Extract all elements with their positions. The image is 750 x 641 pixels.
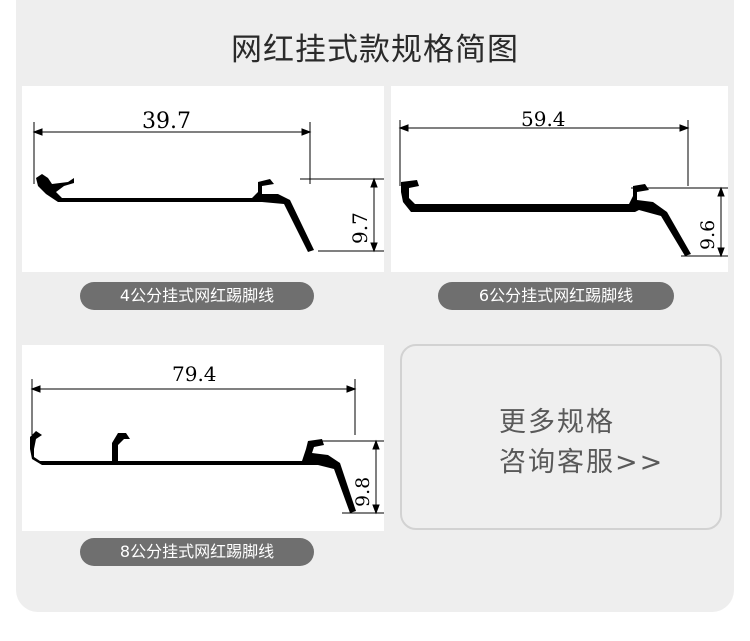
more-specs-button[interactable]: 更多规格 咨询客服>> — [400, 344, 722, 530]
contact-service-link[interactable]: 咨询客服>> — [499, 447, 665, 478]
profile-drawing-6cm: 59.4 9.6 — [398, 107, 728, 258]
page-title: 网红挂式款规格简图 — [231, 32, 519, 68]
profile-drawing-4cm: 39.7 9.7 — [32, 109, 384, 253]
width-label-4cm: 39.7 — [142, 109, 191, 134]
caption-pill-8cm: 8公分挂式网红踢脚线 — [80, 538, 314, 566]
profile-card-6cm: 59.4 9.6 — [391, 86, 728, 272]
profile-card-4cm: 39.7 9.7 — [22, 86, 384, 272]
more-specs-line1: 更多规格 — [499, 407, 615, 438]
profile-drawing-8cm: 79.4 9.8 — [30, 362, 384, 515]
caption-pill-6cm: 6公分挂式网红踢脚线 — [438, 282, 674, 310]
height-label-8cm: 9.8 — [352, 477, 374, 507]
width-label-8cm: 79.4 — [172, 362, 217, 386]
height-label-6cm: 9.6 — [697, 220, 719, 250]
profile-card-8cm: 79.4 9.8 — [22, 345, 384, 531]
width-label-6cm: 59.4 — [521, 107, 566, 131]
caption-pill-4cm: 4公分挂式网红踢脚线 — [80, 282, 314, 310]
height-label-4cm: 9.7 — [348, 212, 372, 244]
